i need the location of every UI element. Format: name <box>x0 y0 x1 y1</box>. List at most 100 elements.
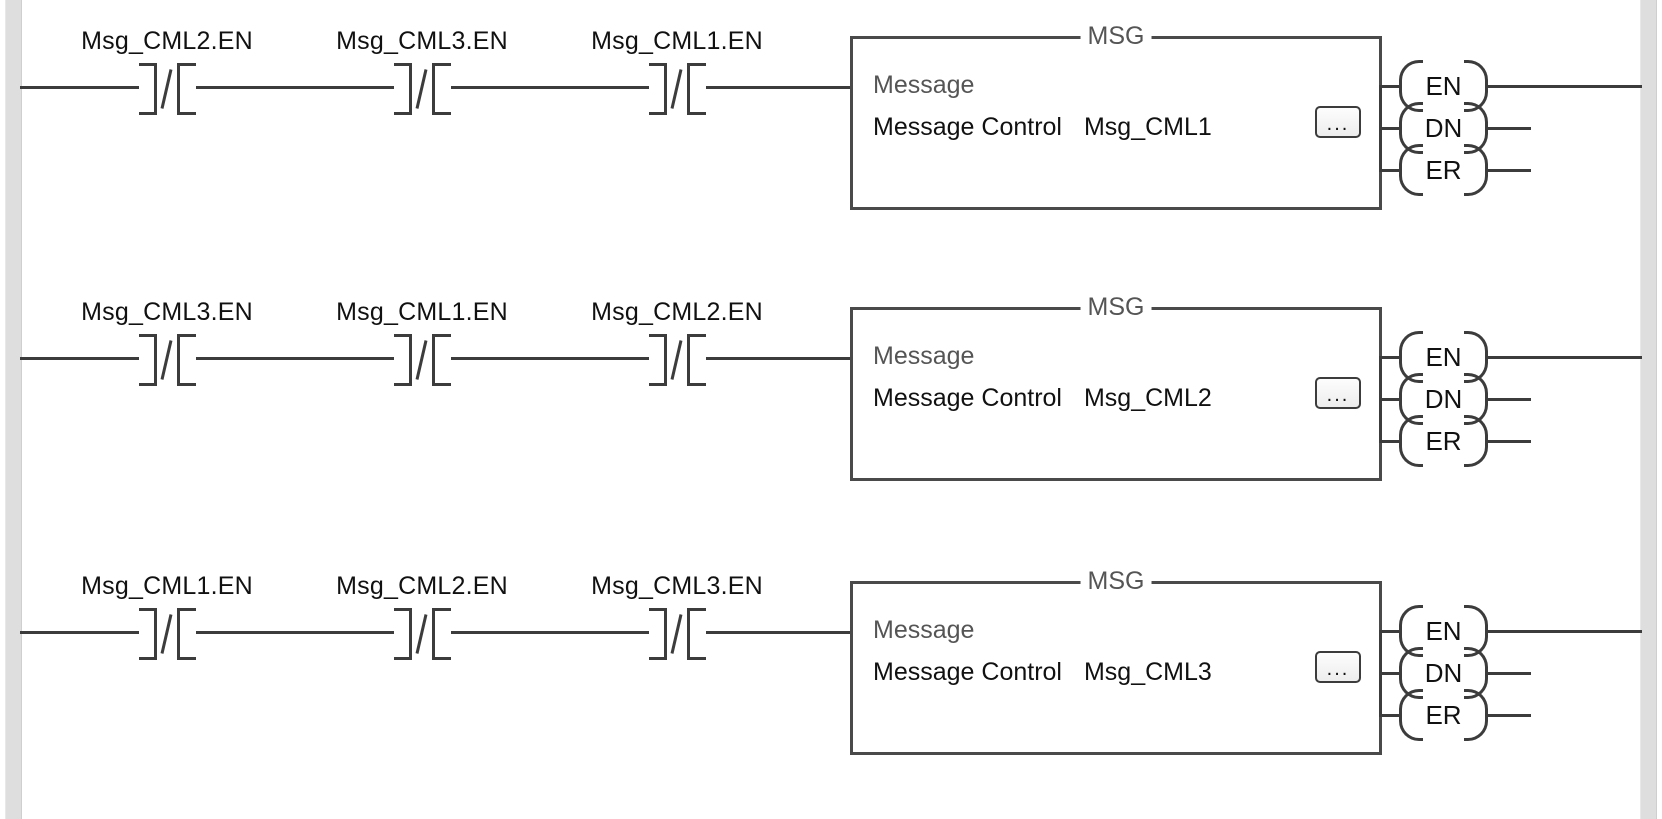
contact-bracket-icon <box>689 63 706 66</box>
contact-bracket-icon <box>434 608 451 611</box>
contact-slash-icon <box>415 614 428 654</box>
rung-wire-segment <box>706 631 850 634</box>
contact-tag-label: Msg_CML3.EN <box>591 572 763 600</box>
coil-label: ER <box>1425 700 1462 730</box>
coil-lead-wire <box>1382 440 1399 443</box>
msg-control-tag-value[interactable]: Msg_CML2 <box>1083 384 1212 412</box>
contact-bracket-icon <box>434 383 451 386</box>
msg-block-title: MSG <box>1080 293 1152 321</box>
rung-wire-segment <box>706 357 850 360</box>
contact-bracket-icon <box>179 63 196 66</box>
contact-bracket-icon <box>179 608 196 611</box>
msg-control-label: Message Control <box>873 384 1062 412</box>
coil-tail-wire <box>1488 85 1642 88</box>
xio-contact[interactable]: Msg_CML1.EN <box>591 26 763 126</box>
msg-operation-label: Message <box>873 71 975 99</box>
contact-slash-icon <box>670 69 683 109</box>
contact-slash-icon <box>160 340 173 380</box>
contact-slash-icon <box>415 340 428 380</box>
msg-browse-ellipsis-button[interactable]: ... <box>1315 106 1361 138</box>
coil-lead-wire <box>1382 169 1399 172</box>
ladder-rung[interactable]: Msg_CML3.EN Msg_CML1.EN Msg_CML2.EN MSG Mess… <box>0 271 1662 541</box>
rung-wire-segment <box>20 631 139 634</box>
xio-contact[interactable]: Msg_CML1.EN <box>81 571 253 671</box>
rung-wire-segment <box>451 631 649 634</box>
contact-bracket-icon <box>179 383 196 386</box>
msg-operation-label: Message <box>873 616 975 644</box>
contact-bracket-icon <box>394 334 411 337</box>
coil-paren-icon <box>1399 415 1423 467</box>
xio-contact[interactable]: Msg_CML3.EN <box>336 26 508 126</box>
coil-tail-wire <box>1488 169 1531 172</box>
contact-bracket-icon <box>432 63 435 115</box>
rung-wire-segment <box>196 631 394 634</box>
contact-bracket-icon <box>689 334 706 337</box>
left-power-rail <box>5 0 22 819</box>
coil-branch-spine <box>1379 85 1382 172</box>
coil-lead-wire <box>1382 714 1399 717</box>
contact-bracket-icon <box>139 383 156 386</box>
ladder-rung[interactable]: Msg_CML1.EN Msg_CML2.EN Msg_CML3.EN MSG Mess… <box>0 545 1662 815</box>
rung-wire-segment <box>196 86 394 89</box>
coil-label: EN <box>1425 71 1462 101</box>
contact-slash-icon <box>415 69 428 109</box>
msg-block-title: MSG <box>1080 567 1152 595</box>
contact-bracket-icon <box>179 112 196 115</box>
contact-slash-icon <box>670 340 683 380</box>
contact-bracket-icon <box>434 657 451 660</box>
xio-contact[interactable]: Msg_CML1.EN <box>336 297 508 397</box>
coil-lead-wire <box>1382 127 1399 130</box>
right-power-rail <box>1640 0 1657 819</box>
contact-tag-label: Msg_CML2.EN <box>591 298 763 326</box>
contact-tag-label: Msg_CML1.EN <box>591 27 763 55</box>
rung-wire-segment <box>20 86 139 89</box>
msg-browse-ellipsis-button[interactable]: ... <box>1315 651 1361 683</box>
coil-tail-wire <box>1488 714 1531 717</box>
rung-wire-segment <box>196 357 394 360</box>
coil-lead-wire <box>1382 356 1399 359</box>
xio-contact[interactable]: Msg_CML3.EN <box>81 297 253 397</box>
msg-control-tag-value[interactable]: Msg_CML1 <box>1083 113 1212 141</box>
msg-control-label: Message Control <box>873 658 1062 686</box>
rung-wire-segment <box>451 86 649 89</box>
contact-bracket-icon <box>394 383 411 386</box>
contact-tag-label: Msg_CML2.EN <box>336 572 508 600</box>
contact-bracket-icon <box>689 383 706 386</box>
coil-tail-wire <box>1488 356 1642 359</box>
contact-bracket-icon <box>687 608 690 660</box>
msg-control-tag-value[interactable]: Msg_CML3 <box>1083 658 1212 686</box>
contact-bracket-icon <box>434 334 451 337</box>
contact-bracket-icon <box>687 63 690 115</box>
contact-bracket-icon <box>139 63 156 66</box>
contact-bracket-icon <box>139 334 156 337</box>
contact-bracket-icon <box>154 334 157 386</box>
msg-browse-ellipsis-button[interactable]: ... <box>1315 377 1361 409</box>
contact-bracket-icon <box>179 334 196 337</box>
coil-branch-spine <box>1379 356 1382 443</box>
xio-contact[interactable]: Msg_CML2.EN <box>591 297 763 397</box>
coil-label: ER <box>1425 155 1462 185</box>
contact-bracket-icon <box>664 63 667 115</box>
xio-contact[interactable]: Msg_CML2.EN <box>336 571 508 671</box>
coil-label: DN <box>1424 113 1463 143</box>
coil-lead-wire <box>1382 672 1399 675</box>
xio-contact[interactable]: Msg_CML2.EN <box>81 26 253 126</box>
coil-label: ER <box>1425 426 1462 456</box>
contact-bracket-icon <box>434 112 451 115</box>
contact-tag-label: Msg_CML2.EN <box>81 27 253 55</box>
contact-slash-icon <box>670 614 683 654</box>
contact-bracket-icon <box>432 334 435 386</box>
rung-wire-segment <box>451 357 649 360</box>
contact-bracket-icon <box>177 608 180 660</box>
xio-contact[interactable]: Msg_CML3.EN <box>591 571 763 671</box>
contact-bracket-icon <box>139 112 156 115</box>
coil-branch-spine <box>1379 630 1382 717</box>
coil-tail-wire <box>1488 127 1531 130</box>
contact-bracket-icon <box>649 383 666 386</box>
coil-label: EN <box>1425 342 1462 372</box>
contact-bracket-icon <box>154 608 157 660</box>
